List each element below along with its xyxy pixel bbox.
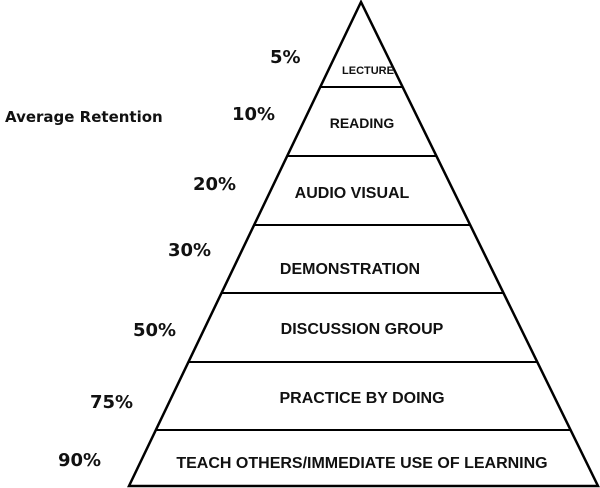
level-label-6: TEACH OTHERS/IMMEDIATE USE OF LEARNING — [176, 455, 547, 472]
retention-percent-4: 50% — [133, 320, 176, 341]
retention-percent-2: 20% — [193, 174, 236, 195]
level-label-4: DISCUSSION GROUP — [281, 321, 444, 338]
level-label-5: PRACTICE BY DOING — [279, 390, 444, 407]
pyramid-levels: LECTURE 5% READING 10% AUDIO VISUAL 20% DEMONS… — [58, 47, 571, 472]
level-label-1: READING — [330, 115, 395, 131]
level-label-0: LECTURE — [342, 65, 394, 77]
retention-percent-0: 5% — [270, 47, 301, 68]
level-label-3: DEMONSTRATION — [280, 261, 420, 278]
pyramid-outline — [127, 0, 600, 488]
retention-percent-1: 10% — [232, 104, 275, 125]
side-title: Average Retention — [5, 108, 163, 126]
level-label-2: AUDIO VISUAL — [295, 185, 410, 202]
retention-percent-6: 90% — [58, 450, 101, 471]
retention-percent-3: 30% — [168, 240, 211, 261]
retention-percent-5: 75% — [90, 392, 133, 413]
